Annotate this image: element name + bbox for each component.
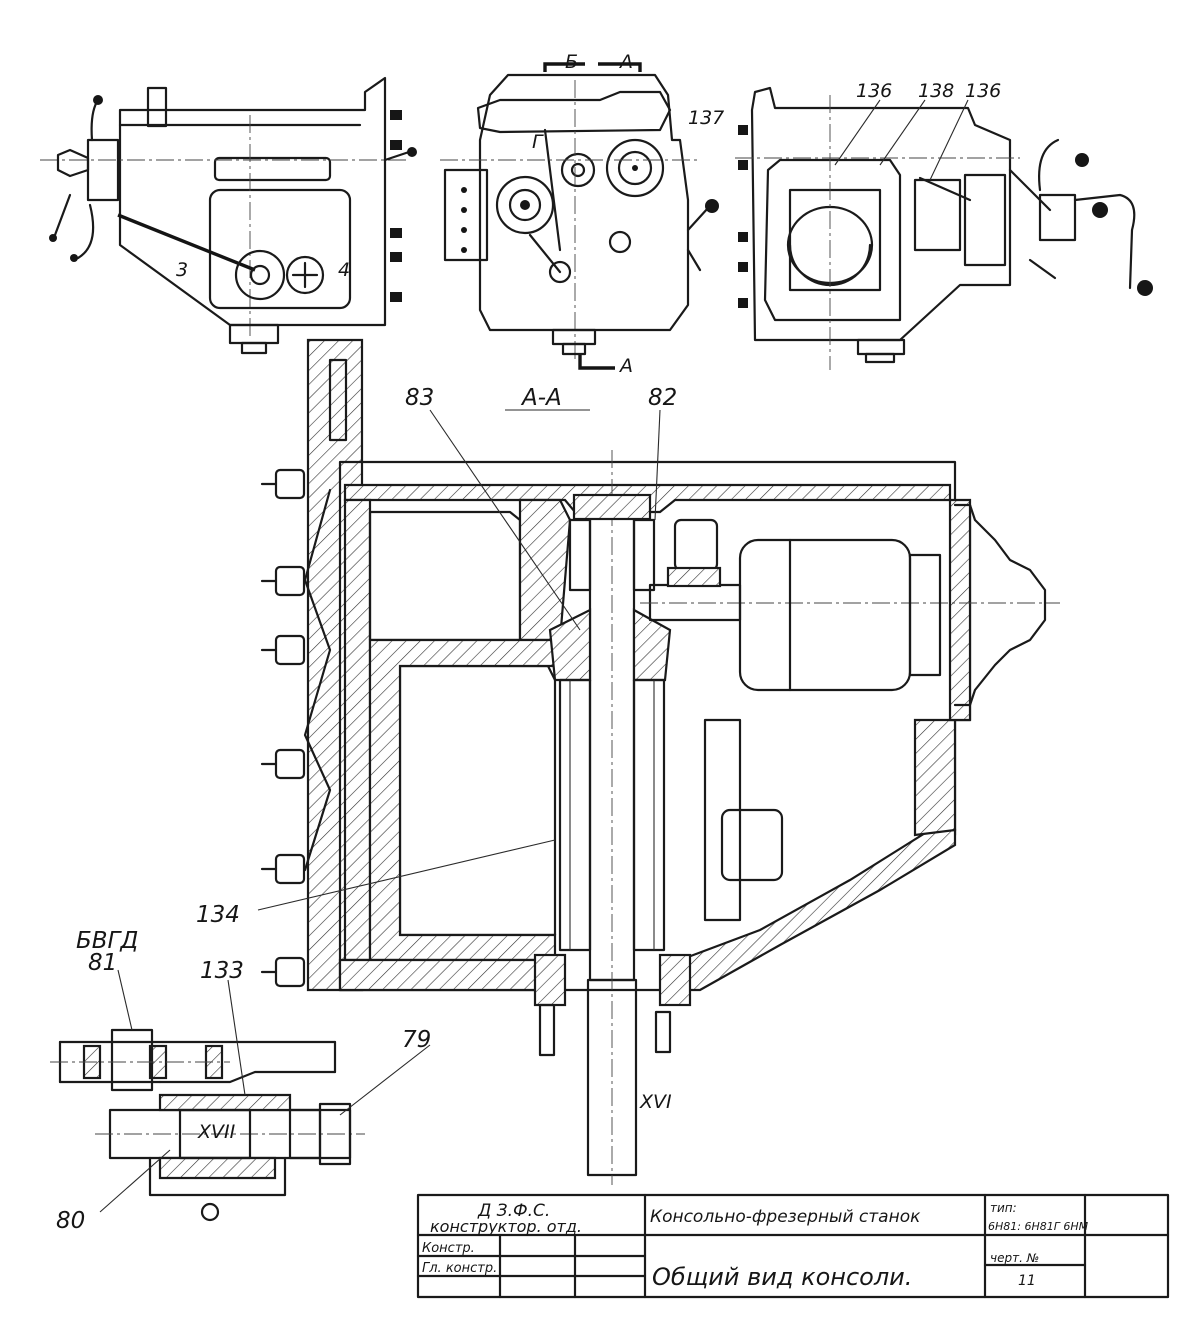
callout-81: 81	[88, 950, 117, 976]
title-sheet-number: 11	[1018, 1273, 1036, 1289]
column-bolts	[260, 468, 306, 988]
cut-marker-a-bottom: А	[618, 355, 633, 377]
callout-136-left: 136	[856, 80, 892, 102]
title-role-constructor: Констр.	[422, 1241, 475, 1256]
callout-137: 137	[688, 107, 724, 129]
shaft-label-xvii: XVII	[197, 1121, 236, 1143]
front-view-center: Б А А Г	[440, 51, 719, 377]
side-view-left: 3 4	[40, 76, 417, 355]
subsection-label-bvgd: БВГД	[76, 928, 138, 954]
title-block: Д З.Ф.С. конструктор. отд. Констр. Гл. к…	[416, 1193, 1170, 1299]
title-role-chief: Гл. констр.	[422, 1261, 497, 1276]
title-org: Д З.Ф.С.	[477, 1201, 550, 1221]
title-type-label: тип:	[990, 1201, 1017, 1215]
title-machine: Консольно-фрезерный станок	[650, 1207, 921, 1227]
callout-136-right: 136	[965, 80, 1001, 102]
callout-83: 83	[405, 385, 434, 411]
letter-g: Г	[532, 131, 544, 153]
callout-133: 133	[200, 958, 244, 984]
callout-79: 79	[402, 1027, 431, 1053]
callout-labels: 137 136 138 136 83 А-А 82 134 БВГД 81 13…	[56, 80, 1001, 1234]
callout-138: 138	[918, 80, 954, 102]
section-a-a	[257, 338, 1060, 1185]
section-label-a-a: А-А	[520, 385, 562, 411]
shaft-label-xvi: XVI	[639, 1091, 672, 1113]
front-letter-3: 3	[176, 259, 188, 281]
cut-marker-a-top: А	[618, 51, 633, 73]
title-drawing: Общий вид консоли.	[652, 1263, 912, 1291]
title-type-value: 6Н81: 6Н81Г 6НМ	[988, 1220, 1089, 1233]
callout-82: 82	[648, 385, 677, 411]
callout-134: 134	[196, 902, 240, 928]
title-sheet-label: черт. №	[990, 1251, 1039, 1265]
cut-marker-b: Б	[565, 51, 578, 73]
side-view-right	[735, 86, 1153, 370]
front-letter-4: 4	[338, 259, 350, 281]
title-dept: конструктор. отд.	[430, 1217, 582, 1236]
detail-bvgd	[50, 969, 431, 1222]
callout-80: 80	[56, 1208, 85, 1234]
